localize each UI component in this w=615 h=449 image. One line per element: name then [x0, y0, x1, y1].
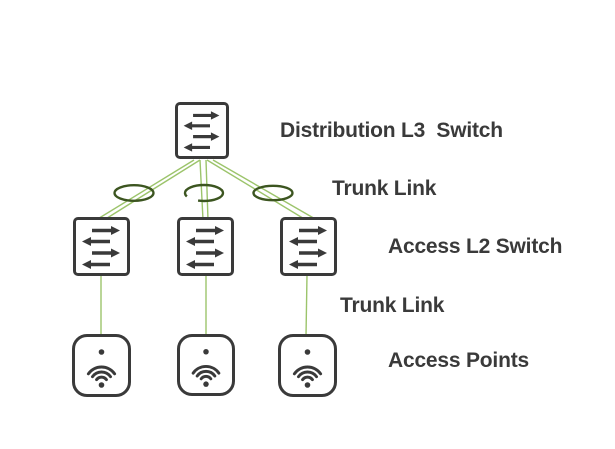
access-l2-switch-icon-2	[177, 217, 234, 276]
trunk-link-left	[95, 159, 201, 221]
trunk-link-right	[206, 159, 318, 221]
trunk-oval-right	[252, 184, 294, 202]
label-distribution-l3-switch: Distribution L3 Switch	[280, 119, 503, 142]
label-access-points: Access Points	[388, 349, 529, 372]
trunk-link-middle	[199, 159, 209, 221]
access-point-icon-2	[177, 334, 235, 396]
access-link-lines	[100, 274, 308, 337]
switch-arrows-icon	[82, 226, 120, 269]
wifi-icon	[86, 349, 117, 388]
trunk-oval-middle	[183, 183, 225, 203]
wifi-icon	[292, 349, 323, 388]
label-access-l2-switch: Access L2 Switch	[388, 235, 563, 258]
wifi-icon	[191, 349, 221, 387]
label-trunk-link-top: Trunk Link	[332, 177, 437, 200]
switch-arrows-icon	[183, 111, 220, 152]
trunk-oval-left	[113, 183, 155, 202]
access-l2-switch-icon-3	[280, 217, 337, 276]
access-point-icon-3	[278, 334, 337, 397]
access-point-icon-1	[72, 334, 131, 397]
label-trunk-link-bottom: Trunk Link	[340, 294, 445, 317]
distribution-l3-switch-icon	[175, 102, 229, 159]
switch-arrows-icon	[186, 226, 224, 269]
switch-arrows-icon	[289, 226, 327, 269]
access-l2-switch-icon-1	[73, 217, 130, 276]
